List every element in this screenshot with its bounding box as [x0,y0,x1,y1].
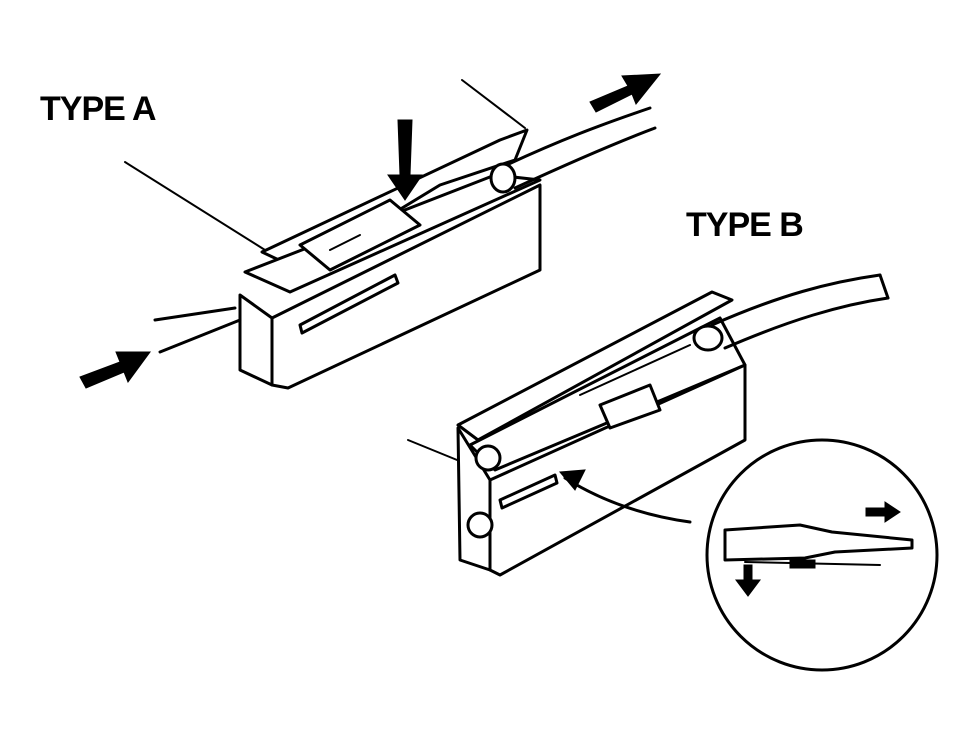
type-b-curved-arrow-head-icon [558,469,586,491]
type-b-leader [407,439,463,463]
type-b-inner-block [598,383,662,430]
inset-detail [705,438,939,672]
type-a-label: TYPE A [40,90,156,128]
type-b-inner-line [579,344,691,396]
type-a-out-arrow-icon [589,73,662,113]
type-b-fibre-end [878,273,890,300]
type-b-slot [498,473,559,510]
type-a-press-arrow-icon [387,119,423,201]
type-b-roller-bottom [466,511,494,539]
type-a-body-side [238,293,274,387]
type-b-top-rail [456,290,734,442]
type-a-fibre-in-bottom [158,318,242,354]
inset-down-arrow-icon [735,564,761,597]
type-b-label: TYPE B [686,206,803,244]
type-a-fibre-out-top [498,106,652,170]
type-a-leader-right [461,79,526,129]
type-a-connector [79,73,662,390]
type-a-latch-line [329,234,361,251]
inset-contact [789,559,816,569]
type-b-fitting [692,324,724,352]
type-a-leader-left [124,161,266,251]
type-b-fibre-bottom [723,296,890,350]
inset-lever [723,523,914,562]
inset-circle [705,438,939,672]
inset-right-arrow-icon [865,501,901,523]
type-a-in-arrow-icon [79,351,151,389]
type-a-fibre-out-bottom [513,126,657,190]
type-b-connector [407,273,890,577]
type-a-fitting [489,162,517,194]
type-b-roller-top [474,444,502,472]
type-b-fibre-top [710,273,882,327]
type-a-slot [298,273,400,335]
type-a-fibre-in-top [153,306,237,322]
